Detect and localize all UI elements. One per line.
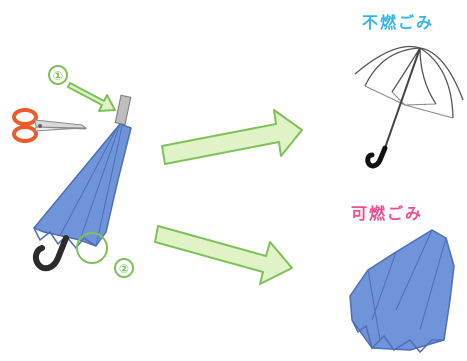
step1-marker: ① — [48, 65, 68, 85]
umbrella-canopy-cloth-icon — [349, 229, 455, 354]
label-combustible: 可燃ごみ — [351, 204, 424, 223]
svg-text:①: ① — [53, 69, 63, 83]
svg-text:②: ② — [119, 262, 129, 276]
arrow-to-combustible — [154, 225, 293, 285]
tip-pointer-arrow — [67, 82, 116, 112]
scissors-icon — [12, 108, 88, 143]
step2-highlight-circle — [76, 232, 108, 264]
umbrella-frame-icon — [354, 45, 464, 169]
step2-marker: ② — [114, 258, 134, 278]
arrow-to-noncombustible — [161, 109, 303, 165]
closed-umbrella-icon — [32, 94, 132, 272]
label-noncombustible: 不燃ごみ — [362, 13, 435, 32]
